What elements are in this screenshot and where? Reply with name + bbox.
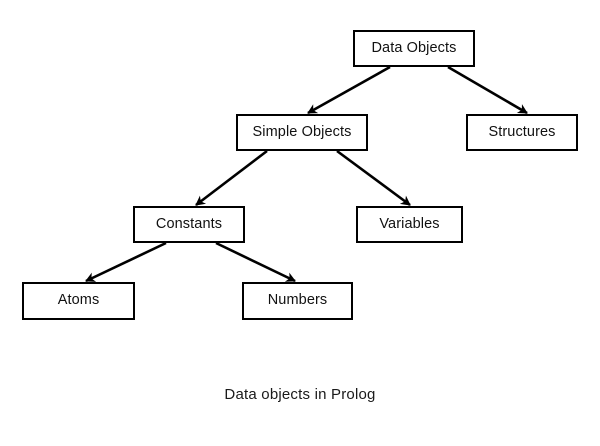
edge-data-objects-simple-objects: [307, 65, 391, 115]
edge-constants-numbers: [215, 241, 296, 283]
edges-group: [85, 65, 528, 283]
edge-simple-objects-constants: [195, 149, 268, 207]
node-label-numbers: Numbers: [267, 292, 328, 309]
edge-data-objects-structures: [447, 65, 528, 115]
diagram-caption: Data objects in Prolog: [224, 386, 376, 403]
node-structures[interactable]: Structures: [466, 114, 578, 151]
node-label-constants: Constants: [155, 215, 223, 232]
node-numbers[interactable]: Numbers: [242, 282, 353, 320]
node-simple-objects[interactable]: Simple Objects: [236, 114, 368, 151]
node-label-simple-objects: Simple Objects: [252, 123, 352, 140]
node-label-data-objects: Data Objects: [371, 39, 457, 56]
edge-simple-objects-variables: [336, 149, 411, 207]
node-label-variables: Variables: [379, 215, 440, 232]
node-label-structures: Structures: [488, 123, 556, 140]
node-atoms[interactable]: Atoms: [22, 282, 135, 320]
node-data-objects[interactable]: Data Objects: [353, 30, 475, 67]
edge-constants-atoms: [85, 241, 167, 283]
node-variables[interactable]: Variables: [356, 206, 463, 243]
node-constants[interactable]: Constants: [133, 206, 245, 243]
node-label-atoms: Atoms: [57, 292, 100, 309]
